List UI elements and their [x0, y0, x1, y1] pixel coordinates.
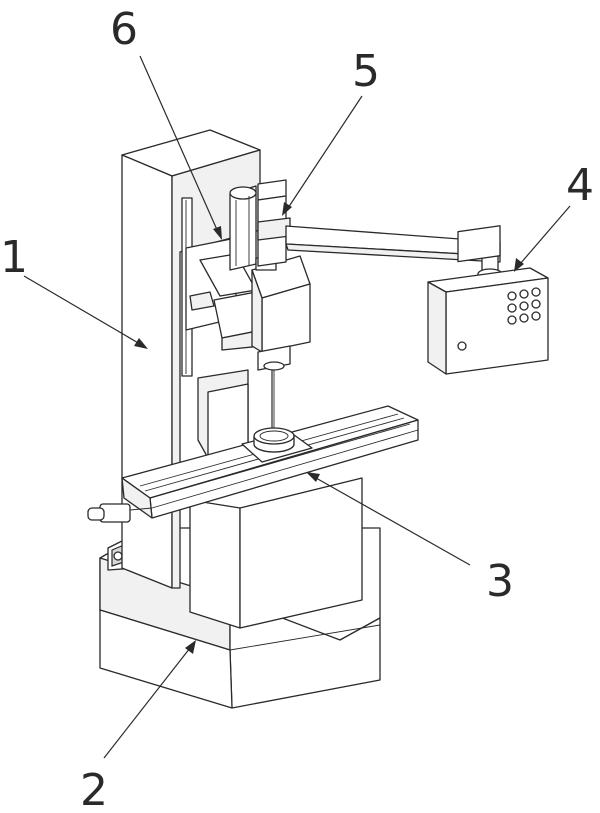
- label-column: 1: [0, 232, 28, 283]
- keypad: [507, 287, 541, 325]
- label-worktable: 3: [486, 556, 514, 607]
- spindle-head: [229, 185, 311, 428]
- label-control-panel: 4: [566, 160, 594, 211]
- table-pedestal: [189, 369, 363, 629]
- display-screen: [457, 225, 501, 263]
- reference-numerals: 1 2 3 4 5 6: [0, 4, 594, 813]
- label-spindle-carriage: 6: [110, 4, 138, 55]
- leader-lines: [23, 55, 571, 759]
- label-spindle-arm: 5: [352, 46, 380, 97]
- label-base: 2: [80, 765, 108, 813]
- spindle-carriage: [185, 237, 263, 351]
- worktable: [87, 405, 419, 523]
- power-knob-icon: [457, 341, 467, 351]
- control-panel: [427, 225, 549, 375]
